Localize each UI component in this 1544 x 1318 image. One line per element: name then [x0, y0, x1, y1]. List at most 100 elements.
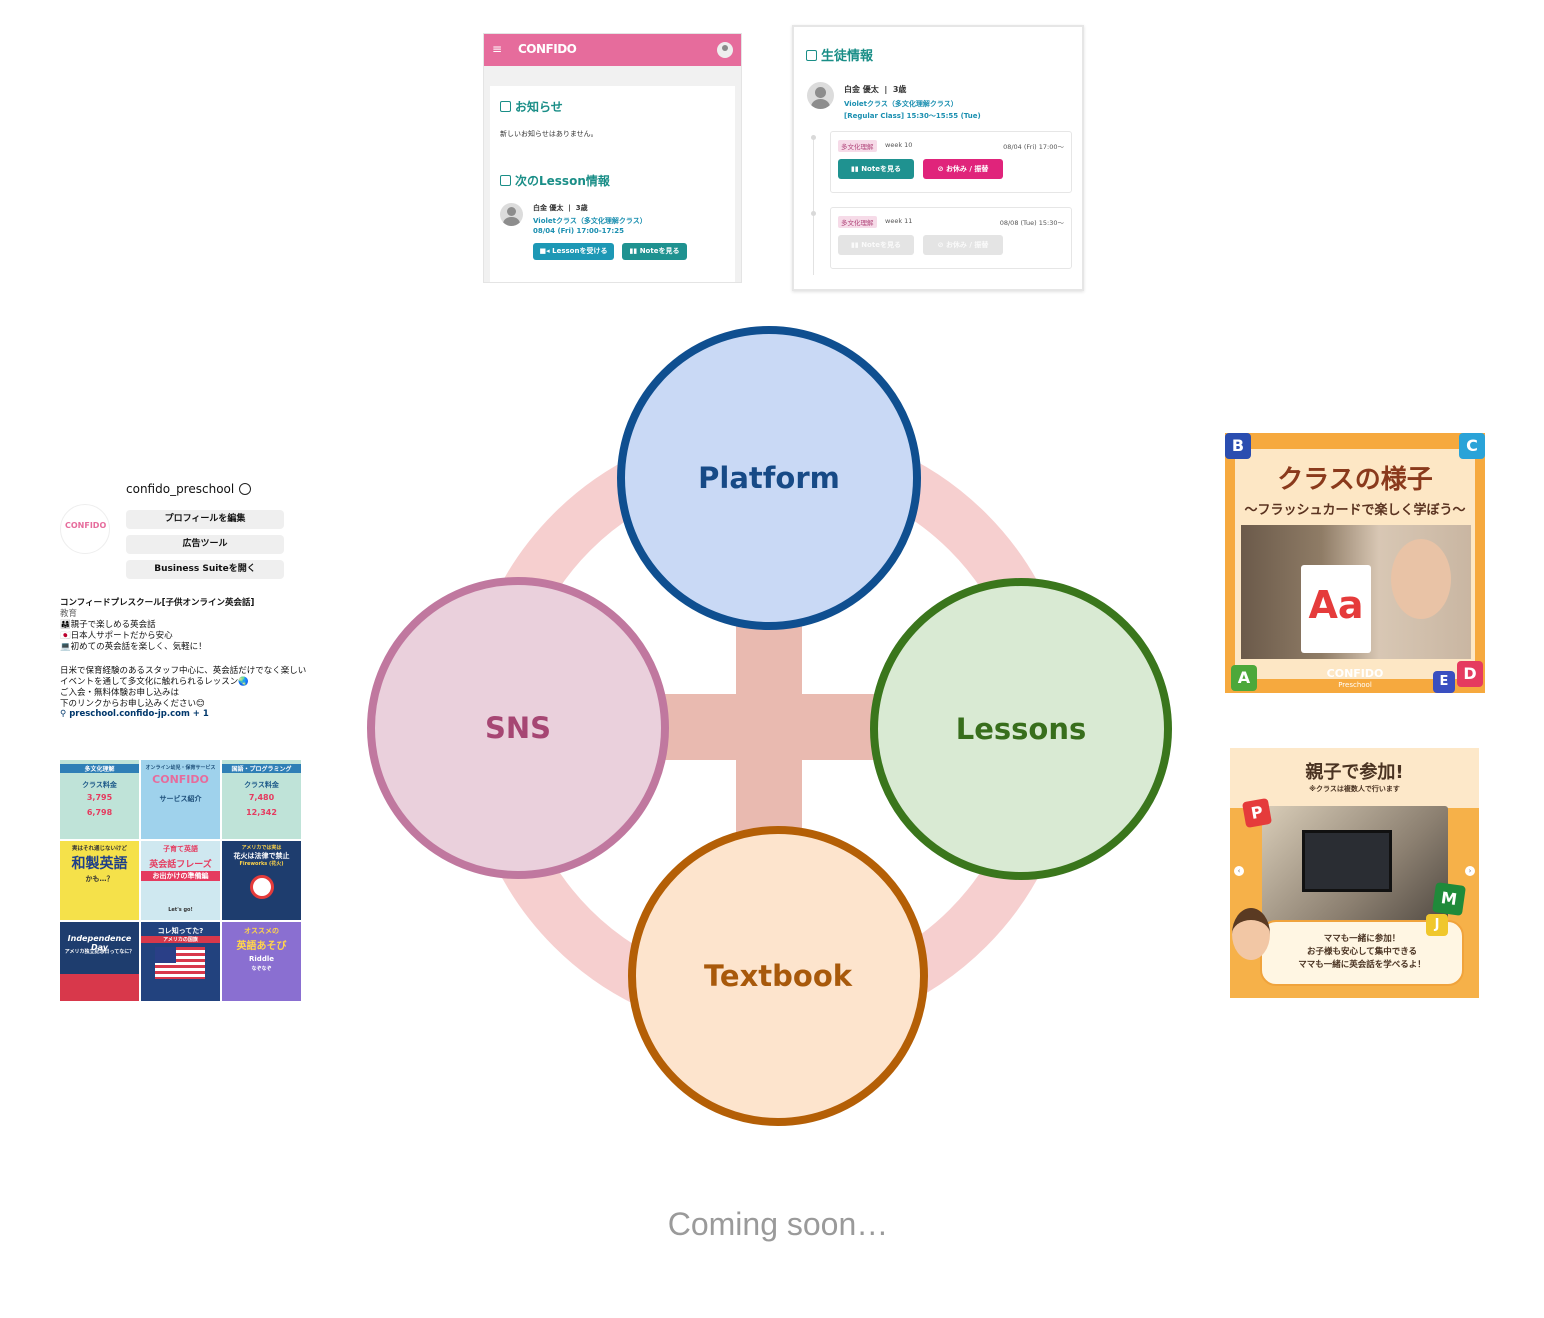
lesson-date: 08/08 (Tue) 15:30〜 [999, 219, 1064, 227]
post-mid-text: クラス料金 [244, 781, 279, 789]
post-top-text: 国語・プログラミング [222, 764, 301, 773]
post-text-a: Fireworks (花火) [239, 861, 284, 867]
class-scene-image: クラスの様子 〜フラッシュカードで楽しく学ぼう〜 Aa CONFIDO Pres… [1225, 433, 1485, 693]
avatar-logo: CONFIDO [65, 521, 107, 530]
letter-block-p: P [1241, 797, 1273, 829]
notice-icon [500, 101, 511, 112]
post-thumbnail[interactable]: 実はそれ通じないけど 和製英語 かも…？ [60, 841, 139, 920]
settings-icon[interactable] [239, 483, 251, 495]
class-time: 08/04 (Fri) 17:00-17:25 [533, 227, 624, 235]
flag-decoration [60, 974, 139, 1001]
post-thumbnail[interactable]: Independence Day アメリカ独立記念日ってなに？ [60, 922, 139, 1001]
absence-button[interactable]: ⊘ お休み / 振替 [923, 159, 1003, 179]
bubble-line: ママも一緒に参加！ [1323, 934, 1401, 944]
regular-class: [Regular Class] 15:30〜15:55 (Tue) [844, 112, 981, 120]
student-avatar [500, 203, 523, 226]
post-text-a: 3,795 [86, 793, 113, 802]
letter-block-b: B [1225, 433, 1251, 459]
student-avatar [807, 82, 834, 109]
post-top-text: オススメの [244, 927, 279, 935]
timeline-dot [811, 211, 816, 216]
post-top-text: 子育て英語 [163, 845, 198, 853]
platform-label: Platform [698, 461, 840, 495]
link-icon: ⚲ [60, 709, 70, 719]
post-thumbnail[interactable]: 国語・プログラミング クラス料金 7,480 12,342 [222, 760, 301, 839]
post-mid-text: CONFIDO [152, 773, 209, 786]
textbook-node: Textbook [628, 826, 928, 1126]
class-image-title: クラスの様子 [1277, 465, 1433, 495]
lesson-tag: 多文化理解 [838, 140, 877, 152]
parent-photo [1262, 806, 1448, 932]
class-name: Violetクラス（多文化理解クラス） [844, 100, 958, 108]
lessons-circle [870, 578, 1172, 880]
flashcard: Aa [1301, 565, 1371, 653]
bio-line: 💻初めての英会話を楽しく、気軽に！ [60, 642, 207, 652]
post-thumbnail[interactable]: アメリカでは実は 花火は法律で禁止 Fireworks (花火) [222, 841, 301, 920]
bio-line: 🇯🇵日本人サポートだから安心 [60, 631, 173, 641]
absence-button-disabled[interactable]: ⊘ お休み / 振替 [923, 235, 1003, 255]
ad-tools-button[interactable]: 広告ツール [126, 535, 284, 554]
concept-diagram: Platform SNS Lessons Textbook [367, 326, 1172, 1126]
timeline-dot [811, 135, 816, 140]
post-text-a: お出かけの準備編 [141, 871, 220, 881]
post-thumbnail[interactable]: オススメの 英語あそび Riddle なぞなぞ [222, 922, 301, 1001]
textbook-circle [628, 826, 928, 1126]
lessons-node: Lessons [870, 578, 1172, 880]
post-mid-text: Independence Day [67, 934, 132, 952]
letter-block-j: J [1426, 914, 1448, 936]
post-thumbnail[interactable]: 子育て英語 英会話フレーズ お出かけの準備編 Let's go! [141, 841, 220, 920]
post-mid-text: 花火は法律で禁止 [233, 852, 290, 860]
student-info-screenshot: 生徒情報 白金 優太 | 3歳 Violetクラス（多文化理解クラス） [Reg… [792, 25, 1084, 291]
notice-heading: お知らせ [500, 98, 563, 115]
bio-line: ご入会・無料体験お申し込みは [60, 688, 180, 698]
lesson-tag: 多文化理解 [838, 216, 877, 228]
post-thumbnail[interactable]: コレ知ってた? アメリカの国旗 [141, 922, 220, 1001]
app-header: ≡ CONFIDO [484, 34, 741, 66]
brand-subtext: Preschool [1338, 681, 1372, 689]
lesson-date: 08/04 (Fri) 17:00〜 [1003, 143, 1064, 151]
hamburger-icon[interactable]: ≡ [492, 42, 503, 56]
bio-line: 下のリンクからお申し込みください😊 [60, 699, 205, 709]
business-suite-button[interactable]: Business Suiteを開く [126, 560, 284, 579]
parent-participation-image: 親子で参加! ※クラスは複数人で行います ママも一緒に参加！ お子様も安心して集… [1230, 748, 1479, 998]
next-arrow-icon[interactable]: › [1465, 866, 1475, 876]
book-icon: ▮▮ [851, 241, 862, 249]
post-mid-text: 英語あそび [236, 941, 287, 952]
letter-block-d: D [1457, 661, 1483, 687]
laptop-screen [1302, 830, 1392, 892]
sns-label: SNS [485, 711, 551, 745]
letter-block-e: E [1433, 671, 1455, 693]
post-text-a: Riddle [249, 955, 274, 963]
parent-image-title: 親子で参加! [1305, 762, 1404, 783]
bubble-line: お子様も安心して集中できる [1306, 947, 1418, 957]
lesson-week: week 10 [885, 141, 913, 149]
instagram-profile: confido_preschool CONFIDO プロフィールを編集 広告ツー… [58, 478, 318, 1008]
bio-category: 教育 [60, 609, 78, 619]
block-icon: ⊘ [937, 165, 946, 173]
prev-arrow-icon[interactable]: ‹ [1234, 866, 1244, 876]
bubble-line: ママも一緒に英会話を学べるよ！ [1298, 960, 1426, 970]
bio-line: イベントを通して多文化に触れられるレッスン🌏 [60, 677, 249, 687]
take-lesson-button[interactable]: ■◂ Lessonを受ける [533, 243, 614, 260]
bio-link[interactable]: ⚲ preschool.confido-jp.com + 1 [60, 709, 209, 719]
letter-block-c: C [1459, 433, 1485, 459]
lesson-row: 多文化理解 week 11 08/08 (Tue) 15:30〜 ▮▮ Note… [830, 207, 1072, 269]
lesson-heading: 次のLesson情報 [500, 172, 610, 189]
view-note-button[interactable]: ▮▮ Noteを見る [838, 159, 914, 179]
teacher-face [1391, 539, 1451, 619]
post-top-text: 多文化理解 [60, 764, 139, 773]
coming-soon-text: Coming soon… [667, 1206, 889, 1242]
edit-profile-button[interactable]: プロフィールを編集 [126, 510, 284, 529]
video-icon: ■◂ [539, 247, 553, 255]
notice-text: 新しいお知らせはありません。 [500, 130, 598, 138]
mother-illustration [1232, 908, 1270, 960]
user-icon[interactable] [717, 42, 733, 58]
post-thumbnail[interactable]: 多文化理解 クラス料金 3,795 6,798 [60, 760, 139, 839]
view-note-button[interactable]: ▮▮ Noteを見る [622, 243, 687, 260]
timeline-line [813, 135, 814, 275]
lesson-icon [500, 175, 511, 186]
student-name: 白金 優太 | 3歳 [533, 204, 588, 212]
view-note-button-disabled[interactable]: ▮▮ Noteを見る [838, 235, 914, 255]
post-thumbnail[interactable]: オンライン幼児・保育サービス CONFIDO サービス紹介 [141, 760, 220, 839]
post-text-b: なぞなぞ [251, 966, 272, 972]
